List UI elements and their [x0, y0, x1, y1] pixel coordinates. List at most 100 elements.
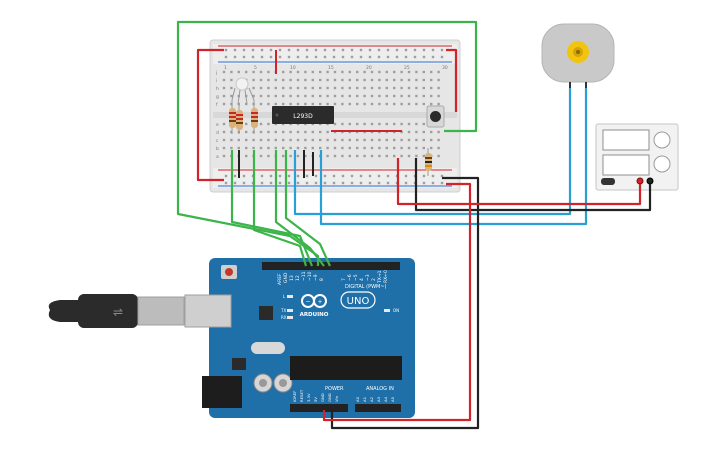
- breadboard-hole: [359, 181, 363, 185]
- breadboard-hole: [368, 174, 372, 178]
- breadboard-hole: [296, 94, 300, 98]
- analog-header: [355, 404, 401, 412]
- resistor-3[interactable]: [251, 100, 258, 134]
- breadboard-hole: [404, 48, 408, 52]
- breadboard-hole: [269, 181, 273, 185]
- breadboard-hole: [242, 55, 246, 59]
- breadboard-hole: [356, 78, 359, 82]
- wire-black[interactable]: [330, 176, 480, 430]
- pin-label: ~10: [307, 271, 313, 281]
- analog-pin-label: A5: [390, 396, 395, 402]
- power-supply[interactable]: [595, 123, 679, 191]
- breadboard-hole: [393, 78, 396, 82]
- breadboard-hole: [413, 55, 417, 59]
- breadboard-hole: [341, 122, 344, 126]
- breadboard-hole: [230, 138, 233, 142]
- rgb-led[interactable]: [231, 77, 255, 105]
- usb-cable[interactable]: ⇌: [48, 294, 185, 328]
- column-number: 10: [290, 65, 296, 71]
- breadboard-hole: [407, 86, 411, 90]
- wire-blue[interactable]: [293, 88, 572, 216]
- breadboard-hole: [282, 70, 285, 74]
- breadboard-hole: [422, 70, 425, 74]
- breadboard-hole: [245, 70, 248, 74]
- arduino-uno[interactable]: AREF GND 13 12 ~11 ~10 ~9 8 7 ~6 ~5 4 ~3…: [184, 258, 415, 418]
- row-letter: c: [216, 139, 219, 144]
- breadboard-hole: [385, 102, 388, 106]
- breadboard-hole: [252, 94, 255, 98]
- breadboard-hole: [359, 174, 363, 178]
- power-pin-label: GND: [320, 393, 325, 402]
- breadboard-hole: [332, 181, 336, 185]
- wire-green[interactable]: [252, 150, 308, 267]
- resistor-1[interactable]: [229, 100, 236, 134]
- usb-b-port[interactable]: [184, 294, 232, 328]
- breadboard-hole: [348, 154, 351, 158]
- breadboard-hole: [233, 181, 237, 185]
- breadboard-hole: [356, 154, 359, 158]
- breadboard-hole: [385, 86, 388, 90]
- breadboard-hole: [319, 86, 322, 90]
- breadboard-hole: [267, 70, 270, 74]
- wire-green[interactable]: [284, 150, 332, 267]
- breadboard-hole: [237, 138, 240, 142]
- wire-green[interactable]: [274, 150, 325, 267]
- pin-label: 7: [341, 278, 347, 281]
- wire-red[interactable]: [446, 48, 458, 112]
- barrel-jack[interactable]: [202, 376, 242, 408]
- breadboard-hole: [393, 122, 396, 126]
- row-letter: g: [216, 95, 219, 100]
- breadboard-hole: [370, 122, 374, 126]
- wire-black[interactable]: [414, 158, 652, 212]
- breadboard-hole: [230, 70, 233, 74]
- breadboard-hole: [233, 48, 237, 52]
- row-letter: i: [216, 78, 217, 84]
- breadboard-hole: [400, 138, 403, 142]
- breadboard-hole: [326, 146, 329, 150]
- breadboard[interactable]: j i h g f e d c b a 1 5 10 15 20 25 30: [209, 39, 461, 193]
- dc-motor[interactable]: [541, 23, 615, 90]
- brand-label: ARDUINO: [300, 312, 329, 318]
- wire-blue[interactable]: [319, 88, 588, 226]
- breadboard-hole: [242, 48, 246, 52]
- breadboard-hole: [341, 86, 344, 90]
- chip-label: L293D: [293, 113, 313, 120]
- breadboard-hole: [222, 102, 226, 106]
- pushbutton[interactable]: [426, 105, 445, 128]
- pin-label: ~5: [353, 274, 359, 281]
- analog-pin-label: A3: [376, 396, 381, 402]
- breadboard-hole: [333, 78, 337, 82]
- breadboard-hole: [267, 138, 270, 142]
- breadboard-hole: [440, 55, 444, 59]
- breadboard-hole: [311, 78, 314, 82]
- wire-green[interactable]: [230, 150, 314, 267]
- breadboard-hole: [323, 174, 327, 178]
- breadboard-hole: [332, 48, 336, 52]
- breadboard-hole: [422, 154, 425, 158]
- row-letter: f: [216, 102, 218, 108]
- l293d-chip[interactable]: L293D: [272, 106, 334, 124]
- power-pin-label: GND: [327, 393, 332, 402]
- breadboard-hole: [370, 138, 374, 142]
- breadboard-hole: [245, 122, 248, 126]
- breadboard-hole: [363, 78, 366, 82]
- breadboard-row-letters: j i h g f e d c b a: [215, 70, 219, 160]
- breadboard-hole: [304, 78, 307, 82]
- breadboard-hole: [400, 122, 403, 126]
- breadboard-hole: [267, 94, 270, 98]
- wire-red[interactable]: [196, 48, 224, 182]
- wire-red[interactable]: [396, 158, 642, 206]
- wire-red[interactable]: [322, 182, 472, 422]
- row-letter: d: [216, 130, 219, 136]
- breadboard-hole: [393, 94, 396, 98]
- resistor-4[interactable]: [425, 148, 432, 176]
- breadboard-hole: [333, 94, 337, 98]
- breadboard-hole: [422, 146, 425, 150]
- arduino-logo: − +: [301, 294, 327, 308]
- resistor-2[interactable]: [236, 104, 243, 134]
- breadboard-hole: [222, 154, 226, 158]
- column-number: 1: [224, 65, 227, 71]
- breadboard-hole: [224, 55, 228, 59]
- breadboard-hole: [260, 55, 264, 59]
- breadboard-hole: [333, 70, 337, 74]
